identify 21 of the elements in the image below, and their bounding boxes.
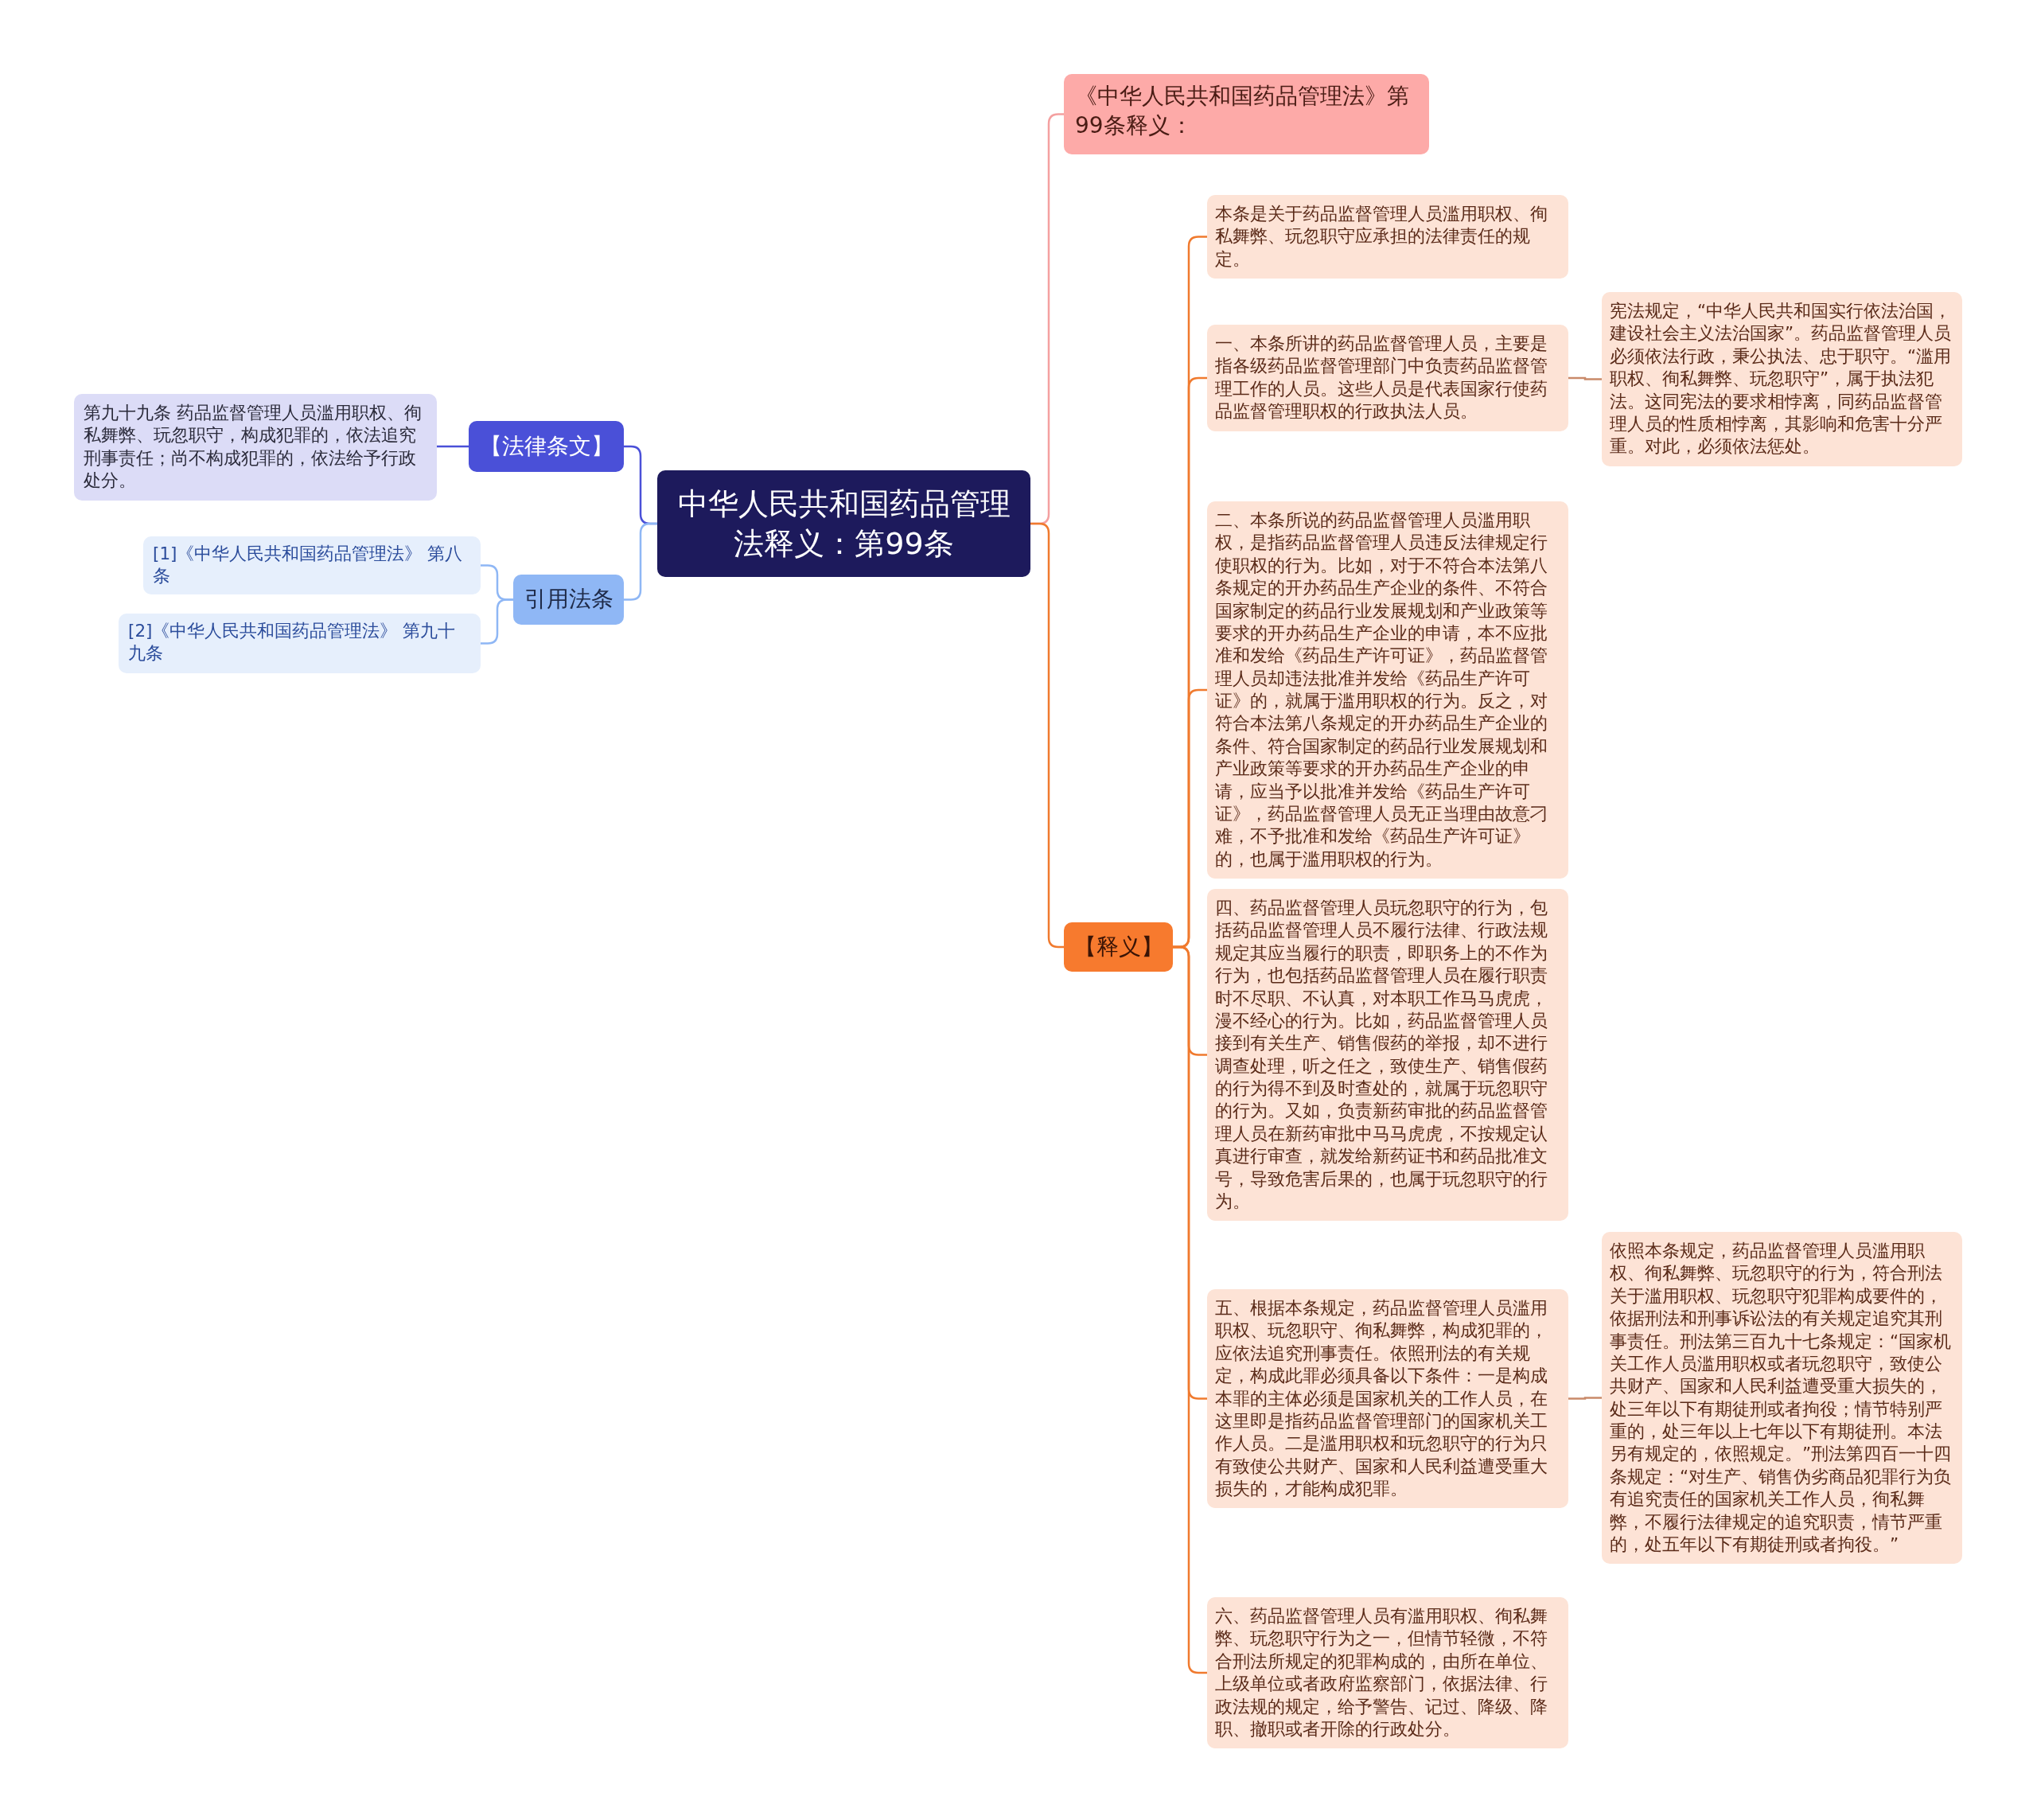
connector bbox=[1173, 945, 1207, 1674]
text-box: 本条是关于药品监督管理人员滥用职权、徇私舞弊、玩忽职守应承担的法律责任的规定。 bbox=[1207, 195, 1568, 279]
text-box: [1]《中华人民共和国药品管理法》 第八条 bbox=[143, 536, 481, 594]
text-box: 依照本条规定，药品监督管理人员滥用职权、徇私舞弊、玩忽职守的行为，符合刑法关于滥用职权、玩忽职守犯罪构成要件的，依据刑法和刑事诉讼法的有关规定追究其刑事责任。刑法第三百九十七条规定：“国家机关工作人员滥用职权或者玩忽职守，致使公共财产、国家和人民利益遭受重大损失的，处三年以下有期徒刑或者拘役；情节特别严重的，处三年以上七年以下有期徒刑。本法另有规定的，依照规定。”刑法第四百一十四条规定：“对生产、销售伪劣商品犯罪行为负有追究责任的国家机关工作人员，徇私舞弊，不履行法律规定的追究职责，情节严重的，处五年以下有期徒刑或者拘役。” bbox=[1602, 1232, 1962, 1565]
topic-box: 【法律条文】 bbox=[469, 421, 624, 472]
central-topic-box: 中华人民共和国药品管理法释义：第99条 bbox=[657, 470, 1030, 577]
connector bbox=[624, 522, 657, 601]
topic-box: 【释义】 bbox=[1064, 922, 1173, 972]
topic-box: 《中华人民共和国药品管理法》第99条释义： bbox=[1064, 74, 1429, 154]
connector bbox=[1568, 376, 1602, 380]
connector bbox=[437, 445, 469, 448]
text-box: 二、本条所说的药品监督管理人员滥用职权，是指药品监督管理人员违反法律规定行使职权的行为。比如，对于不符合本法第八条规定的开办药品生产企业的条件、不符合国家制定的药品行业发展规划和产业政策等要求的开办药品生产企业的申请，本不应批准和发给《药品生产许可证》，药品监督管理人员却违法批准并发给《药品生产许可证》的，就属于滥用职权的行为。反之，对符合本法第八条规定的开办药品生产企业的条件、符合国家制定的药品行业发展规划和产业政策等要求的开办药品生产企业的申请，应当予以批准并发给《药品生产许可证》，药品监督管理人员无正当理由故意刁难，不予批准和发给《药品生产许可证》的，也属于滥用职权的行为。 bbox=[1207, 501, 1568, 879]
text-box: 第九十九条 药品监督管理人员滥用职权、徇私舞弊、玩忽职守，构成犯罪的，依法追究刑事责任；尚不构成犯罪的，依法给予行政处分。 bbox=[74, 394, 437, 501]
connector bbox=[1568, 1397, 1602, 1400]
text-box: 一、本条所讲的药品监督管理人员，主要是指各级药品监督管理部门中负责药品监督管理工作的人员。这些人员是代表国家行使药品监督管理职权的行政执法人员。 bbox=[1207, 325, 1568, 431]
topic-box: 引用法条 bbox=[513, 575, 624, 625]
text-box: 四、药品监督管理人员玩忽职守的行为，包括药品监督管理人员不履行法律、行政法规规定其应当履行的职责，即职务上的不作为行为，也包括药品监督管理人员在履行职责时不尽职、不认真，对本职工作马马虎虎，漫不经心的行为。比如，药品监督管理人员接到有关生产、销售假药的举报，却不进行调查处理，听之任之，致使生产、销售假药的行为得不到及时查处的，就属于玩忽职守的行为。又如，负责新药审批的药品监督管理人员在新药审批中马马虎虎，不按规定认真进行审查，就发给新药证书和药品批准文号，导致危害后果的，也属于玩忽职守的行为。 bbox=[1207, 889, 1568, 1222]
text-box: 六、药品监督管理人员有滥用职权、徇私舞弊、玩忽职守行为之一，但情节轻微，不符合刑法所规定的犯罪构成的，由所在单位、上级单位或者政府监察部门，依据法律、行政法规的规定，给予警告、记过、降级、降职、撤职或者开除的行政处分。 bbox=[1207, 1597, 1568, 1749]
text-box: [2]《中华人民共和国药品管理法》 第九十九条 bbox=[119, 614, 481, 673]
text-box: 五、根据本条规定，药品监督管理人员滥用职权、玩忽职守、徇私舞弊，构成犯罪的，应依法追究刑事责任。依照刑法的有关规定，构成此罪必须具备以下条件：一是构成本罪的主体必须是国家机关的工作人员，在这里即是指药品监督管理部门的国家机关工作人员。二是滥用职权和玩忽职守的行为只有致使公共财产、国家和人民利益遭受重大损失的，才能构成犯罪。 bbox=[1207, 1289, 1568, 1509]
text-box: 宪法规定，“中华人民共和国实行依法治国，建设社会主义法治国家”。药品监督管理人员必须依法行政，秉公执法、忠于职守。“滥用职权、徇私舞弊、玩忽职守”，属于执法犯法。这同宪法的要求相悖离，同药品监督管理人员的性质相悖离，其影响和危害十分严重。对此，必须依法惩处。 bbox=[1602, 292, 1962, 466]
